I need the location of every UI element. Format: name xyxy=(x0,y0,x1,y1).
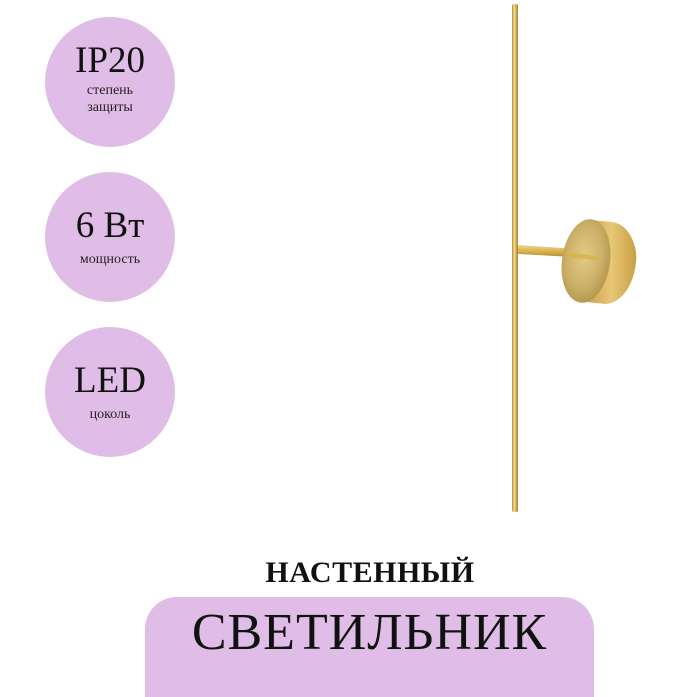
product-subtitle: НАСТЕННЫЙ xyxy=(265,556,475,589)
badge-value: LED xyxy=(74,359,146,401)
badge-protection-rating: IP20 степень защиты xyxy=(45,17,175,147)
title-banner: СВЕТИЛЬНИК xyxy=(145,597,594,697)
lamp-rod xyxy=(512,4,518,512)
badge-power: 6 Вт мощность xyxy=(45,172,175,302)
product-title: СВЕТИЛЬНИК xyxy=(191,604,548,661)
badge-label: цоколь xyxy=(89,406,131,422)
badge-value: IP20 xyxy=(75,40,145,81)
badge-socket: LED цоколь xyxy=(45,327,175,457)
badge-label: мощность xyxy=(79,251,141,267)
lamp-image xyxy=(512,4,637,512)
badge-label: степень xyxy=(86,83,134,98)
lamp-mount-disc xyxy=(561,219,637,304)
badge-value: 6 Вт xyxy=(75,204,145,246)
badge-label: защиты xyxy=(87,100,133,115)
